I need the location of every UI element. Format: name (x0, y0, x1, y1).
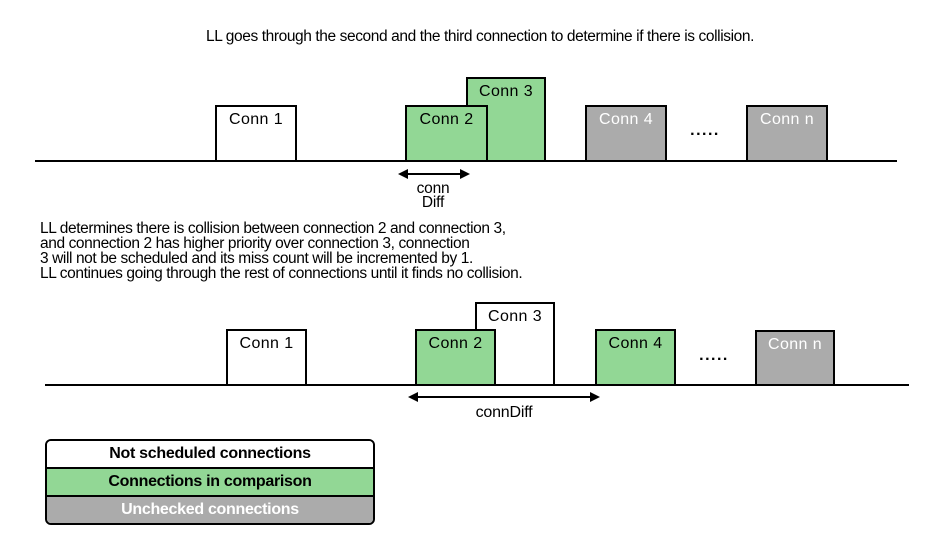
d1-conn4-box: Conn 4 (585, 105, 667, 162)
legend-row-unchecked: Unchecked connections (47, 495, 373, 523)
d2-conn1-box: Conn 1 (226, 329, 307, 386)
paragraph-line-1: LL determines there is collision between… (40, 220, 506, 237)
arrow-head-right-icon (590, 392, 600, 402)
d2-conn1-label: Conn 1 (239, 335, 294, 352)
arrow-head-left-icon (398, 169, 408, 179)
paragraph-line-3: 3 will not be scheduled and its miss cou… (40, 250, 473, 267)
d2-conn2-label: Conn 2 (428, 335, 483, 352)
explanation-paragraph: LL determines there is collision between… (40, 220, 523, 282)
d2-conn2-box: Conn 2 (415, 329, 496, 386)
d1-conn1-label: Conn 1 (229, 111, 283, 128)
d2-conn-n-box: Conn n (755, 330, 835, 386)
legend-label-unchecked: Unchecked connections (121, 501, 299, 518)
d1-conn1-box: Conn 1 (215, 105, 297, 162)
legend-row-not-scheduled: Not scheduled connections (47, 441, 373, 467)
diagram-title: LL goes through the second and the third… (206, 28, 754, 45)
d1-conn2-box: Conn 2 (405, 105, 488, 162)
d2-ellipsis: ..... (699, 347, 729, 364)
paragraph-line-4: LL continues going through the rest of c… (40, 265, 523, 282)
d2-conn4-label: Conn 4 (608, 335, 663, 352)
d1-conn-n-box: Conn n (746, 105, 828, 162)
legend: Not scheduled connections Connections in… (45, 439, 375, 525)
legend-label-in-comparison: Connections in comparison (108, 473, 312, 490)
legend-row-in-comparison: Connections in comparison (47, 467, 373, 495)
arrow-head-left-icon (408, 392, 418, 402)
d1-conn2-label: Conn 2 (419, 111, 474, 128)
legend-label-not-scheduled: Not scheduled connections (109, 445, 311, 462)
d2-conn-n-label: Conn n (768, 336, 822, 353)
arrow-head-right-icon (460, 169, 470, 179)
paragraph-line-2: and connection 2 has higher priority ove… (40, 235, 470, 252)
d1-conn-n-label: Conn n (760, 111, 814, 128)
d2-arrow-label: connDiff (475, 404, 533, 421)
d1-conn4-label: Conn 4 (599, 111, 653, 128)
d1-arrow-label-line1: conn (416, 180, 450, 197)
d2-conn4-box: Conn 4 (595, 329, 676, 386)
d2-conn3-label: Conn 3 (488, 308, 542, 325)
d1-arrow-label-line2: Diff (421, 194, 445, 211)
d1-conndiff-arrow (398, 169, 470, 179)
d1-conn3-label: Conn 3 (479, 83, 533, 100)
d1-ellipsis: ..... (690, 122, 720, 139)
d2-conndiff-arrow (408, 392, 600, 402)
